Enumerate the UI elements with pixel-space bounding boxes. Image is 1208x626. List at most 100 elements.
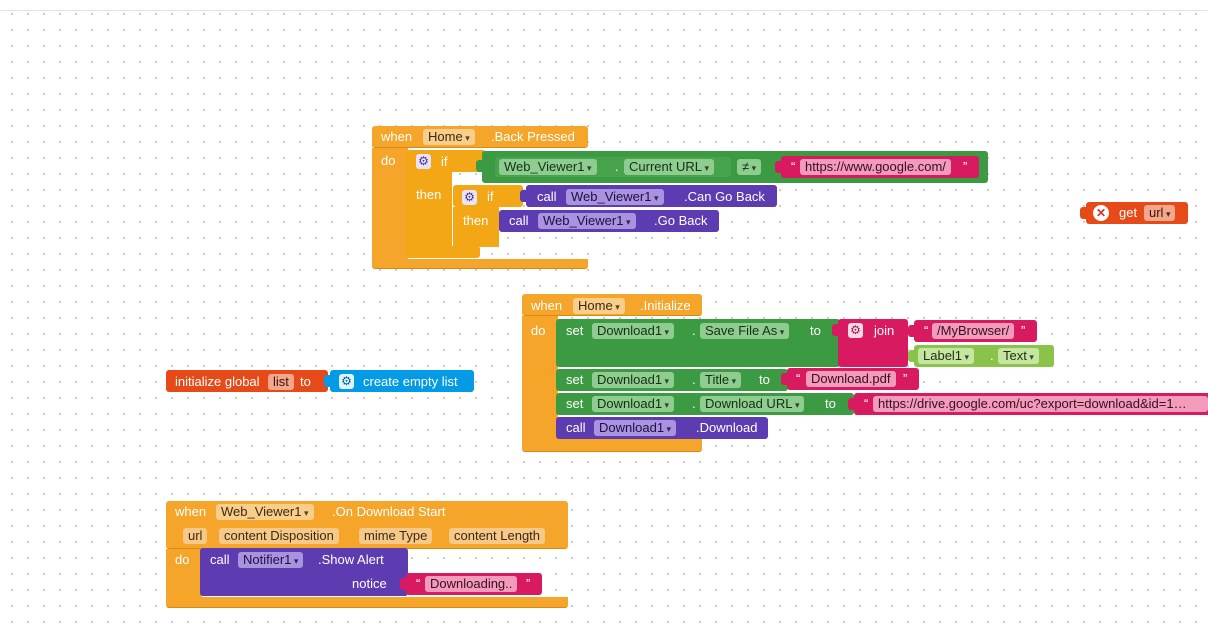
text-plug [775, 161, 781, 173]
mutator-gear-icon[interactable]: ⚙ [848, 323, 863, 338]
dot-separator: . [990, 348, 994, 363]
event-footer [522, 438, 702, 452]
set-label: set [566, 323, 584, 338]
downloading-text[interactable]: Downloading.. [425, 576, 518, 592]
notifier-dropdown[interactable]: Notifier1 [238, 552, 304, 568]
call-label: call [210, 552, 230, 567]
getter-plug [908, 350, 914, 362]
download-component-dropdown[interactable]: Download1 [592, 396, 675, 412]
event-name-label: .Initialize [640, 298, 691, 313]
operator-dropdown[interactable]: ≠ [737, 159, 762, 175]
quote-open: “ [796, 371, 801, 386]
quote-close: ” [963, 159, 968, 174]
quote-open: “ [864, 396, 869, 411]
call-show-alert-block[interactable] [200, 548, 408, 596]
quote-close: ” [903, 371, 908, 386]
workspace-top-border [0, 10, 1208, 11]
quote-open: “ [791, 159, 796, 174]
event-name-label: .Back Pressed [491, 129, 575, 144]
param-mime-type[interactable]: mime Type [359, 528, 433, 544]
do-label: do [175, 552, 190, 567]
download-component-dropdown[interactable]: Download1 [594, 420, 677, 436]
method-name-label: .Go Back [654, 213, 708, 228]
download-component-dropdown[interactable]: Download1 [592, 372, 675, 388]
call-label: call [537, 189, 557, 204]
mutator-gear-icon[interactable]: ⚙ [339, 374, 354, 389]
web-viewer-dropdown[interactable]: Web_Viewer1 [499, 159, 597, 175]
join-plug [832, 324, 838, 336]
google-url-text[interactable]: https://www.google.com/ [800, 159, 951, 175]
create-empty-list-block[interactable] [330, 370, 474, 392]
property-dropdown-title[interactable]: Title [700, 372, 742, 388]
if-label: if [441, 154, 448, 169]
component-dropdown-home[interactable]: Home [423, 129, 475, 145]
drive-url-text[interactable]: https://drive.google.com/uc?export=downl… [873, 396, 1208, 412]
event-do-arm [522, 316, 558, 442]
get-label: get [1119, 205, 1138, 220]
dot-separator: . [692, 323, 696, 338]
if-label: if [487, 189, 494, 204]
label-component-dropdown[interactable]: Label1 [918, 348, 975, 364]
method-name-label: .Show Alert [318, 552, 384, 567]
do-label: do [531, 323, 546, 338]
if-footer [406, 246, 480, 258]
mybrowser-text[interactable]: /MyBrowser/ [932, 323, 1015, 339]
dot-separator: . [615, 159, 619, 174]
if-then-arm [406, 172, 452, 254]
property-dropdown-save-file-as[interactable]: Save File As [700, 323, 790, 339]
set-label: set [566, 372, 584, 387]
quote-open: “ [416, 576, 421, 591]
set-label: set [566, 396, 584, 411]
property-dropdown-text[interactable]: Text [998, 348, 1039, 364]
error-icon[interactable]: ✕ [1093, 205, 1109, 221]
download-component-dropdown[interactable]: Download1 [592, 323, 675, 339]
pdf-text[interactable]: Download.pdf [806, 371, 896, 387]
property-dropdown-download-url[interactable]: Download URL [700, 396, 805, 412]
event-footer [372, 259, 588, 269]
param-content-length[interactable]: content Length [449, 528, 546, 544]
when-label: when [381, 129, 413, 144]
mutator-gear-icon[interactable]: ⚙ [416, 154, 431, 169]
call-label: call [509, 213, 529, 228]
to-label: to [810, 323, 821, 338]
text-plug [400, 578, 406, 590]
quote-close: ” [526, 576, 531, 591]
quote-open: “ [924, 323, 929, 338]
get-plug [1080, 207, 1086, 219]
event-name-label: .On Download Start [332, 504, 446, 519]
dot-separator: . [692, 396, 696, 411]
do-label: do [381, 153, 396, 168]
component-dropdown-home[interactable]: Home [573, 298, 625, 314]
quote-close: ” [1021, 323, 1026, 338]
variable-name-list[interactable]: list [268, 374, 294, 390]
text-plug [781, 373, 787, 385]
variable-dropdown-url[interactable]: url [1144, 205, 1176, 221]
compare-plug [476, 160, 482, 172]
when-label: when [175, 504, 207, 519]
web-viewer-dropdown[interactable]: Web_Viewer1 [538, 213, 636, 229]
initialize-global-label: initialize global [175, 374, 260, 389]
text-plug [848, 398, 854, 410]
to-label: to [825, 396, 836, 411]
dot-separator: . [692, 372, 696, 387]
event-footer [166, 597, 568, 608]
web-viewer-dropdown[interactable]: Web_Viewer1 [566, 189, 664, 205]
text-plug [908, 325, 914, 337]
notice-label: notice [352, 576, 387, 591]
when-label: when [531, 298, 563, 313]
join-label: join [874, 323, 895, 338]
method-plug [520, 190, 526, 202]
then-label: then [416, 187, 442, 202]
method-name-label: .Download [696, 420, 758, 435]
param-content-disposition[interactable]: content Disposition [219, 528, 339, 544]
call-label: call [566, 420, 586, 435]
inner-then-arm [453, 207, 499, 247]
param-url[interactable]: url [183, 528, 208, 544]
method-name-label: .Can Go Back [684, 189, 765, 204]
mutator-gear-icon[interactable]: ⚙ [462, 190, 477, 205]
component-dropdown-web-viewer[interactable]: Web_Viewer1 [216, 504, 314, 520]
current-url-dropdown[interactable]: Current URL [624, 159, 714, 175]
create-empty-list-label: create empty list [363, 374, 458, 389]
to-label: to [759, 372, 770, 387]
list-plug [324, 375, 330, 387]
